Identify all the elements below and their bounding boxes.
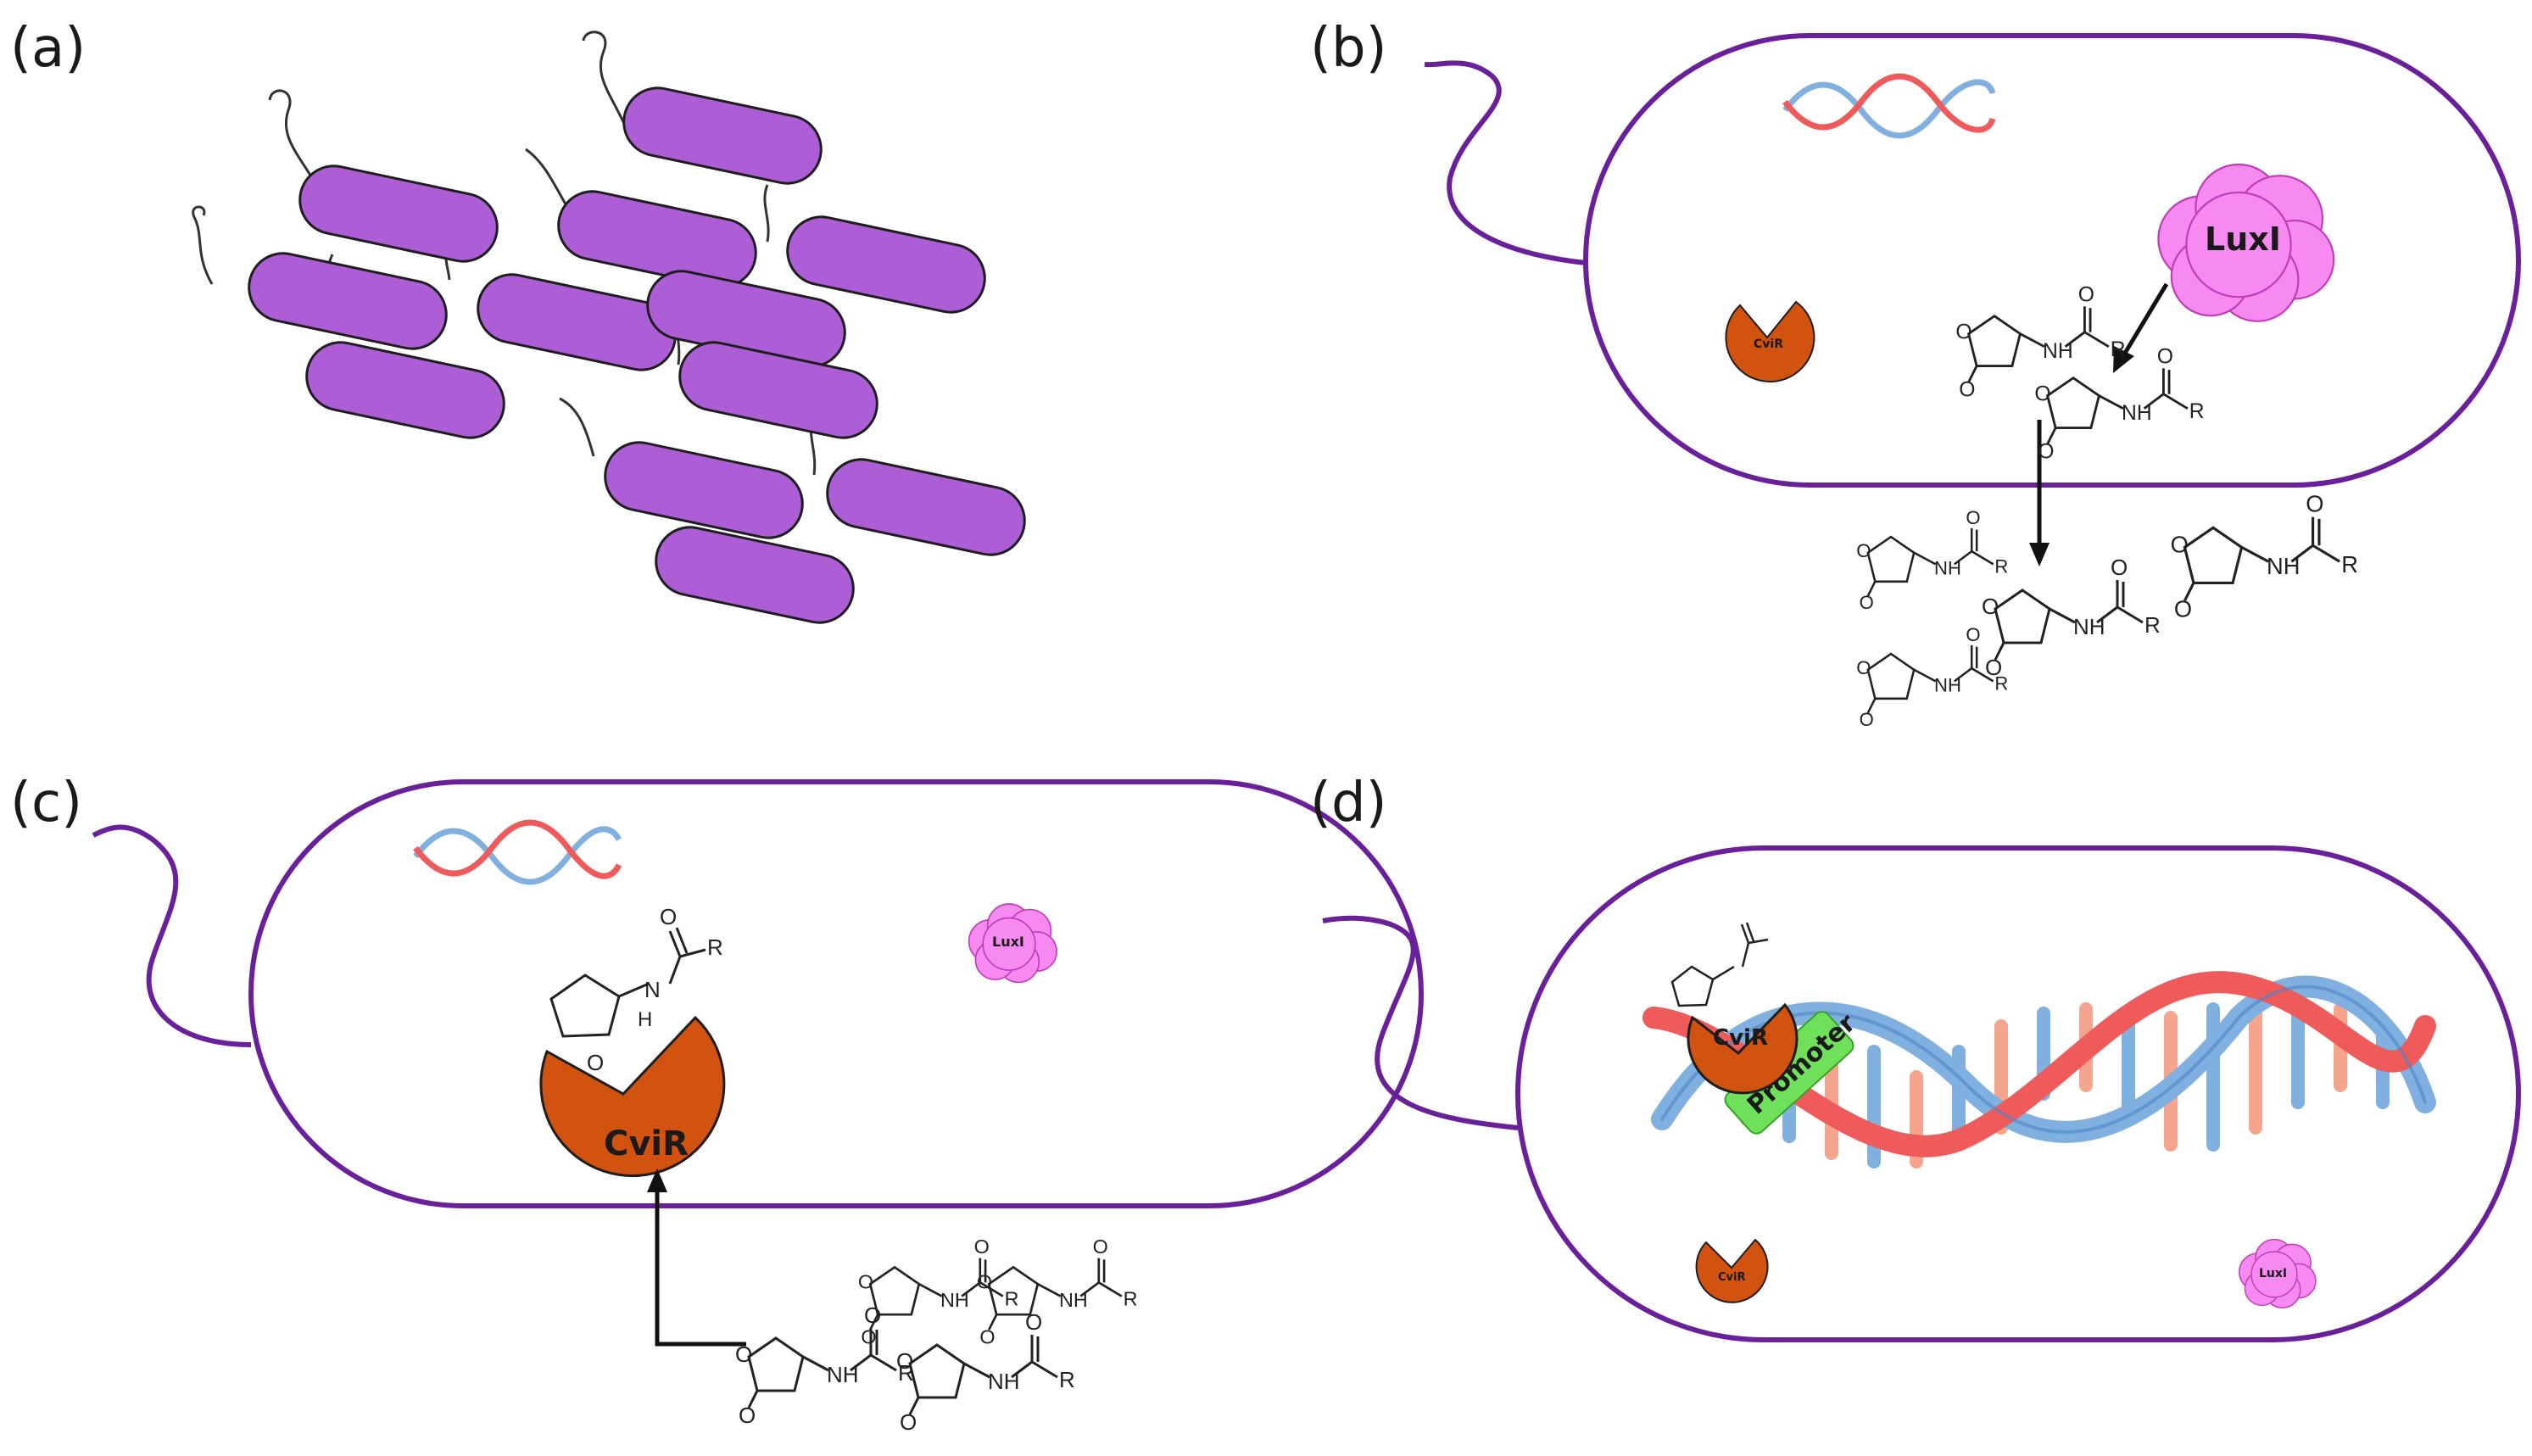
panel-c-dna [413,819,622,885]
panel-d-cvir-label: CviR [1713,1025,1768,1051]
panel-b-cell-membrane [1583,33,2521,488]
panel-b: (b) LuxI CviR [1310,17,2521,732]
panel-d-cvir-receptor: CviR [1687,1002,1799,1095]
panel-c-ahl-molecules [733,1234,1139,1436]
panel-c-arrow-import [655,1187,746,1347]
panel-d-label: (d) [1310,772,1387,834]
panel-b-cvir-label: CviR [1754,338,1783,351]
panel-b-label: (b) [1310,17,1387,80]
panel-c-bound-h-label: H [638,1008,652,1031]
panel-b-arrow-synthesis [2122,282,2169,356]
panel-d: (d) [1310,772,2521,1342]
panel-c-bound-r-label: R [707,934,723,960]
panel-c-bound-n-label: N [644,977,661,1002]
bacteria-cluster [192,31,1033,631]
panel-d-luxi-enzyme: LuxI [2238,1238,2317,1308]
panel-c-bound-ahl [549,927,706,1038]
panel-c-label: (c) [10,772,82,834]
panel-a-label: (a) [10,17,86,80]
panel-c-luxi-enzyme: LuxI [968,903,1057,984]
panel-c-bound-ring-o-label: O [587,1050,604,1075]
panel-c-luxi-label: LuxI [992,934,1024,950]
panel-d-flagellum [1322,915,1519,1130]
panel-c-cvir-label: CviR [604,1124,689,1163]
panel-b-luxi-label: LuxI [2205,220,2281,258]
panel-b-flagellum [1424,60,1587,265]
panel-c-cvir-receptor: CviR [539,1015,726,1178]
panel-d-free-cvir-label: CviR [1718,1271,1745,1284]
panel-d-free-cvir: CviR [1695,1238,1769,1303]
panel-b-cvir-receptor: CviR [1725,300,1815,383]
panel-b-dna [1782,73,1996,139]
panel-c-flagellum [92,824,252,1047]
panel-a: (a) [10,17,1033,631]
panel-d-bound-ahl [1670,922,1769,1007]
panel-d-luxi-label: LuxI [2259,1267,2287,1280]
panel-c: (c) LuxI CviR N H O R O [10,772,1424,1436]
panel-b-luxi-enzyme: LuxI [2157,163,2335,322]
panel-c-bound-o-label: O [660,904,677,929]
